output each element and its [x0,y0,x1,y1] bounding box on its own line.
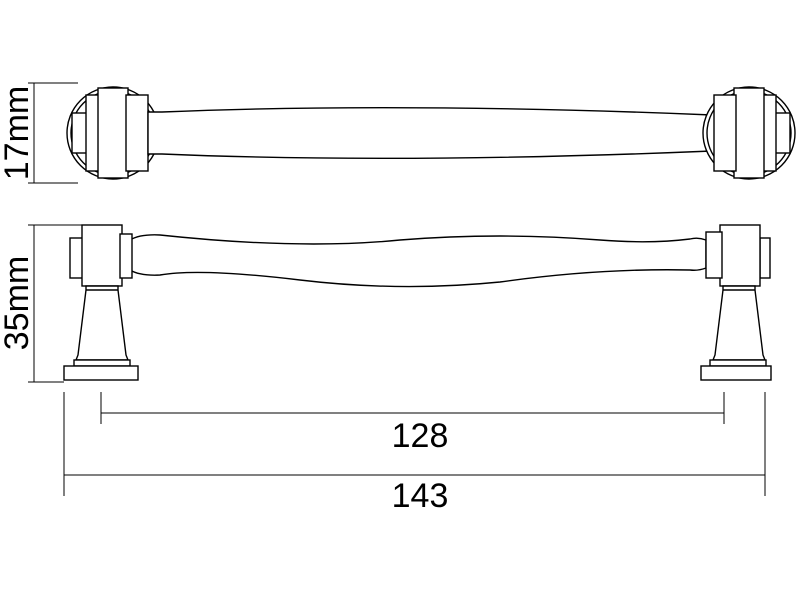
height-label: 35mm [0,256,36,350]
side-view [63,224,772,381]
right-post [700,224,772,381]
overall-length-dimension: 143 [63,392,766,515]
right-rose-top [702,86,796,180]
center-distance-dimension: 128 [100,392,725,455]
bar-top [147,106,717,160]
top-view [66,86,796,180]
depth-label: 17mm [0,86,36,180]
left-rose-top [66,86,160,180]
bar-side [129,234,707,288]
height-dimension: 35mm [0,224,82,383]
depth-dimension: 17mm [0,82,78,184]
overall-length-label: 143 [392,477,449,515]
left-post [63,224,139,381]
center-distance-label: 128 [392,417,449,455]
